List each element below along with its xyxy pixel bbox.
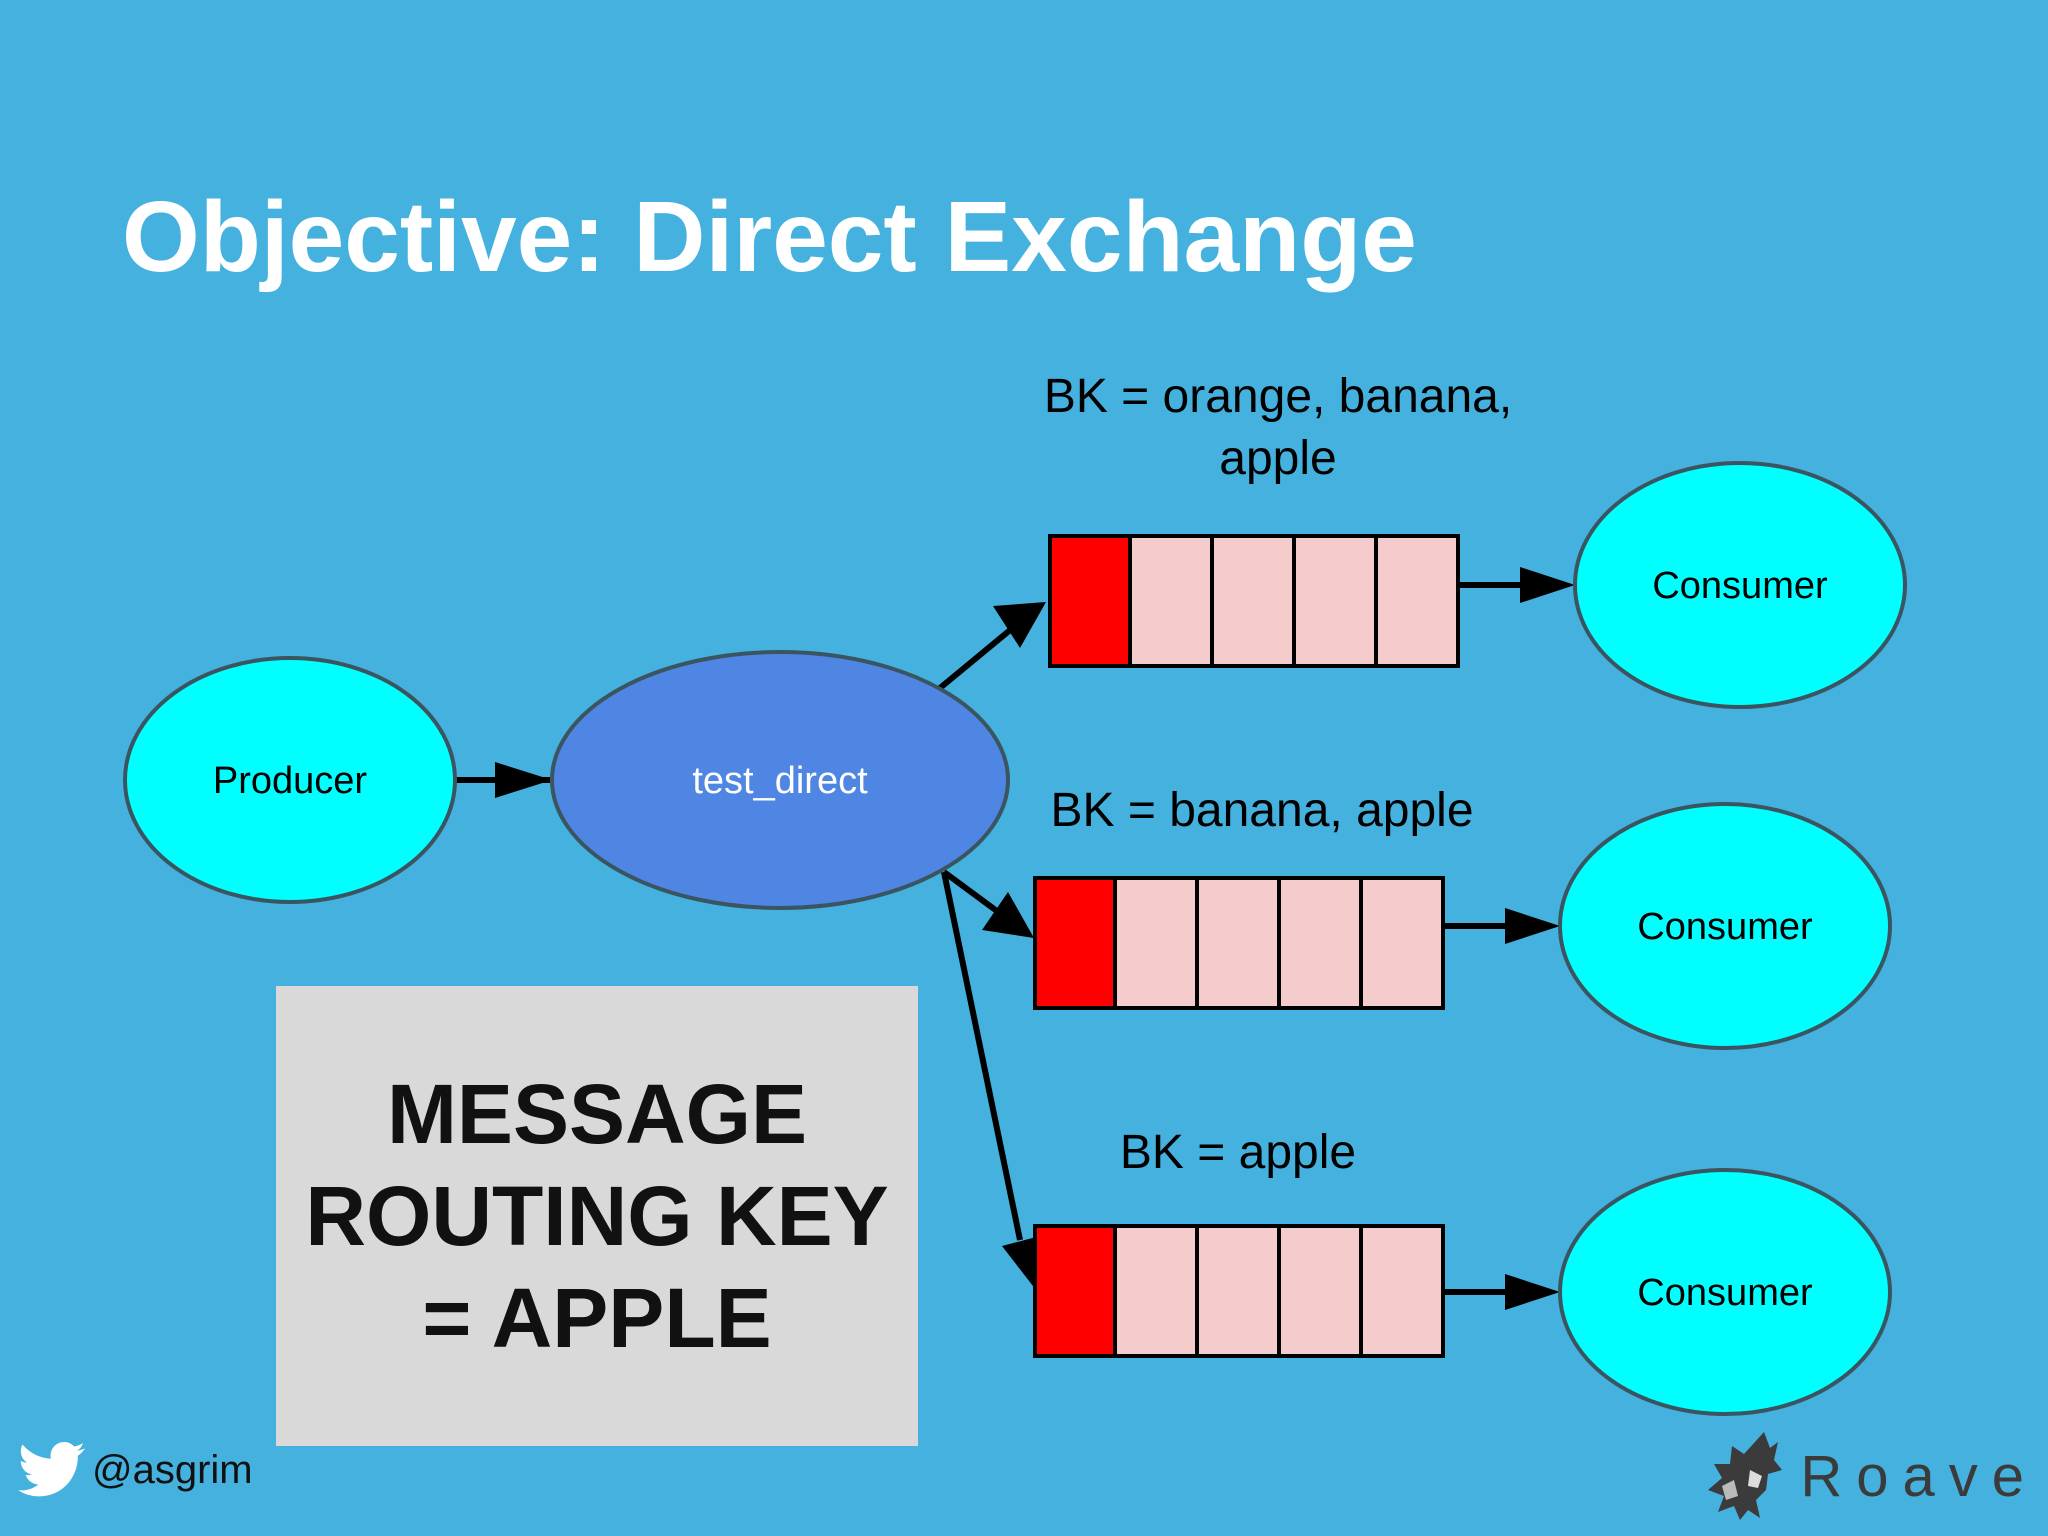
queue-1-cell — [1210, 534, 1296, 668]
producer-label: Producer — [213, 760, 368, 802]
queue-1-cell — [1292, 534, 1378, 668]
queue-1: BK = orange, banana, apple — [1044, 370, 1512, 668]
twitter-bird-icon — [18, 1441, 85, 1497]
queue-3-cell — [1277, 1224, 1363, 1358]
consumer-2-label: Consumer — [1637, 906, 1813, 948]
queue-2-cell — [1277, 876, 1363, 1010]
arrow-exchange-to-queue-3 — [941, 871, 1023, 1241]
brand-name: Roave — [1800, 1443, 2038, 1509]
exchange-node: test_direct — [550, 650, 1010, 910]
queue-2-cell — [1113, 876, 1199, 1010]
routing-key-line-1: MESSAGE — [386, 1067, 808, 1161]
arrowhead-producer — [495, 762, 552, 798]
arrow-exchange-to-queue-2 — [942, 869, 1007, 920]
queue-2-cell — [1359, 876, 1445, 1010]
roave-logo-icon — [1708, 1432, 1783, 1520]
queue-3-cell — [1359, 1224, 1445, 1358]
queue-2-head-cell — [1033, 876, 1117, 1010]
arrowhead-consumer-2 — [1505, 908, 1560, 944]
arrowhead-queue-3 — [1002, 1236, 1040, 1290]
brand-logo: Roave — [1704, 1426, 2038, 1526]
queue-3-cell — [1195, 1224, 1281, 1358]
arrowhead-queue-2 — [982, 892, 1034, 938]
slide-title: Objective: Direct Exchange — [122, 181, 1417, 293]
arrow-exchange-to-queue-1 — [938, 623, 1017, 691]
producer-node: Producer — [123, 656, 457, 904]
queue-1-cell — [1374, 534, 1460, 668]
queue-1-binding-line-1: BK = orange, banana, — [1044, 370, 1512, 423]
routing-key-line-2: ROUTING KEY — [305, 1169, 889, 1263]
arrowhead-consumer-1 — [1520, 567, 1575, 603]
twitter-handle: @asgrim — [18, 1440, 253, 1500]
routing-key-callout: MESSAGE ROUTING KEY = APPLE — [276, 986, 918, 1446]
exchange-label: test_direct — [692, 760, 868, 802]
queue-3-binding-line-1: BK = apple — [1120, 1126, 1356, 1179]
queue-3-head-cell — [1033, 1224, 1117, 1358]
consumer-node-3: Consumer — [1558, 1168, 1892, 1416]
consumer-node-2: Consumer — [1558, 802, 1892, 1050]
queue-1-binding-line-2: apple — [1219, 432, 1336, 485]
queue-1-cell — [1128, 534, 1214, 668]
arrowhead-queue-1 — [993, 602, 1046, 648]
queue-2-binding-line-1: BK = banana, apple — [1050, 784, 1473, 837]
consumer-1-label: Consumer — [1652, 565, 1828, 607]
consumer-node-1: Consumer — [1573, 461, 1907, 709]
routing-key-text: MESSAGE ROUTING KEY = APPLE — [305, 1063, 888, 1369]
queue-1-head-cell — [1048, 534, 1132, 668]
arrowhead-consumer-3 — [1505, 1274, 1560, 1310]
consumer-3-label: Consumer — [1637, 1272, 1813, 1314]
queue-2-cell — [1195, 876, 1281, 1010]
queue-3-cell — [1113, 1224, 1199, 1358]
arrows — [455, 567, 1575, 1310]
queue-3: BK = apple — [1033, 1126, 1445, 1358]
queue-2: BK = banana, apple — [1033, 784, 1474, 1010]
routing-key-line-3: = APPLE — [422, 1271, 772, 1365]
twitter-handle-text: @asgrim — [92, 1447, 253, 1492]
